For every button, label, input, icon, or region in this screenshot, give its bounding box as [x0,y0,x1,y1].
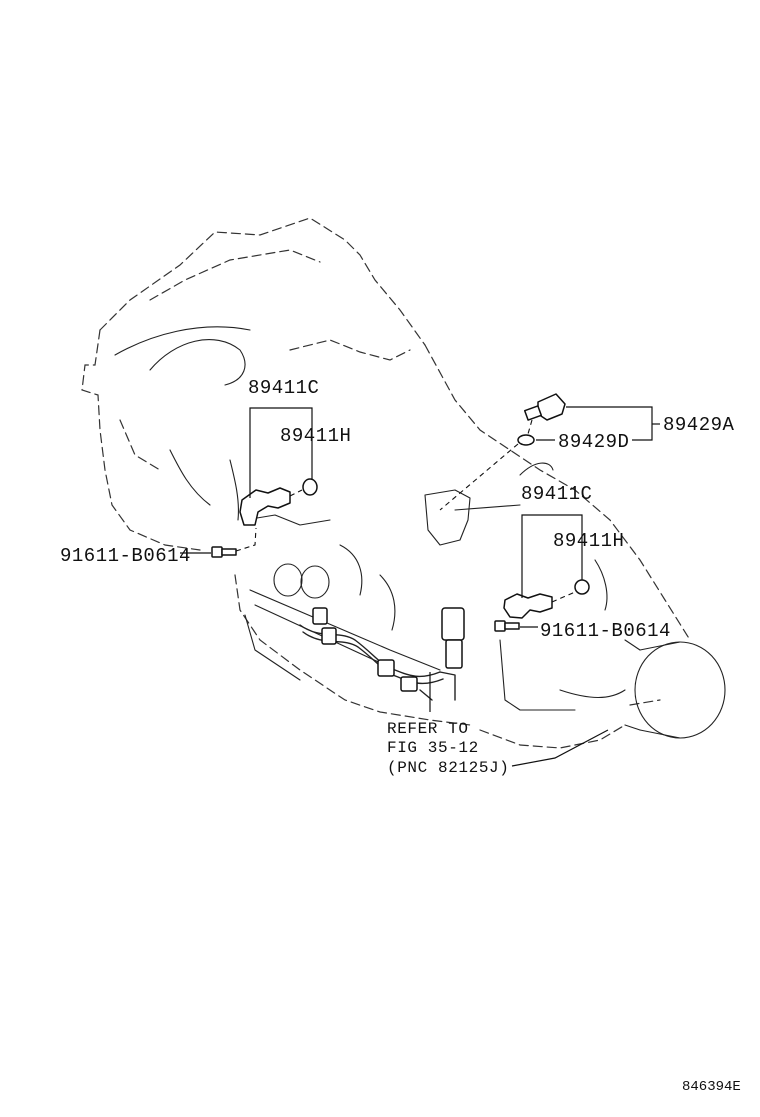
speed-sensor-right [494,579,590,632]
leader-lines [180,406,660,767]
pressure-switch [439,393,566,511]
gasket [517,434,535,446]
wire-harness [299,607,465,701]
transmission-extension [424,462,726,739]
valve-body [244,514,441,681]
figure-id: 846394E [682,1079,741,1095]
label-89411H-left: 89411H [280,425,351,447]
o-ring-right [574,579,590,595]
label-89429A: 89429A [663,414,735,436]
refer-note-line3: (PNC 82125J) [387,759,509,777]
label-bolt-right: 91611-B0614 [540,620,671,642]
label-89411C-right: 89411C [521,483,592,505]
refer-note-line2: FIG 35-12 [387,739,479,757]
label-89429D: 89429D [558,431,629,453]
transmission-outline [81,217,691,749]
label-bolt-left: 91611-B0614 [60,545,191,567]
label-89411H-right: 89411H [553,530,624,552]
label-89411C-left: 89411C [248,377,319,399]
refer-note-line1: REFER TO [387,720,469,738]
bolt-right [494,620,520,632]
speed-sensor-left [211,478,318,558]
bell-housing-contours [114,326,251,521]
o-ring-left [302,478,318,496]
bolt-left [211,546,237,558]
